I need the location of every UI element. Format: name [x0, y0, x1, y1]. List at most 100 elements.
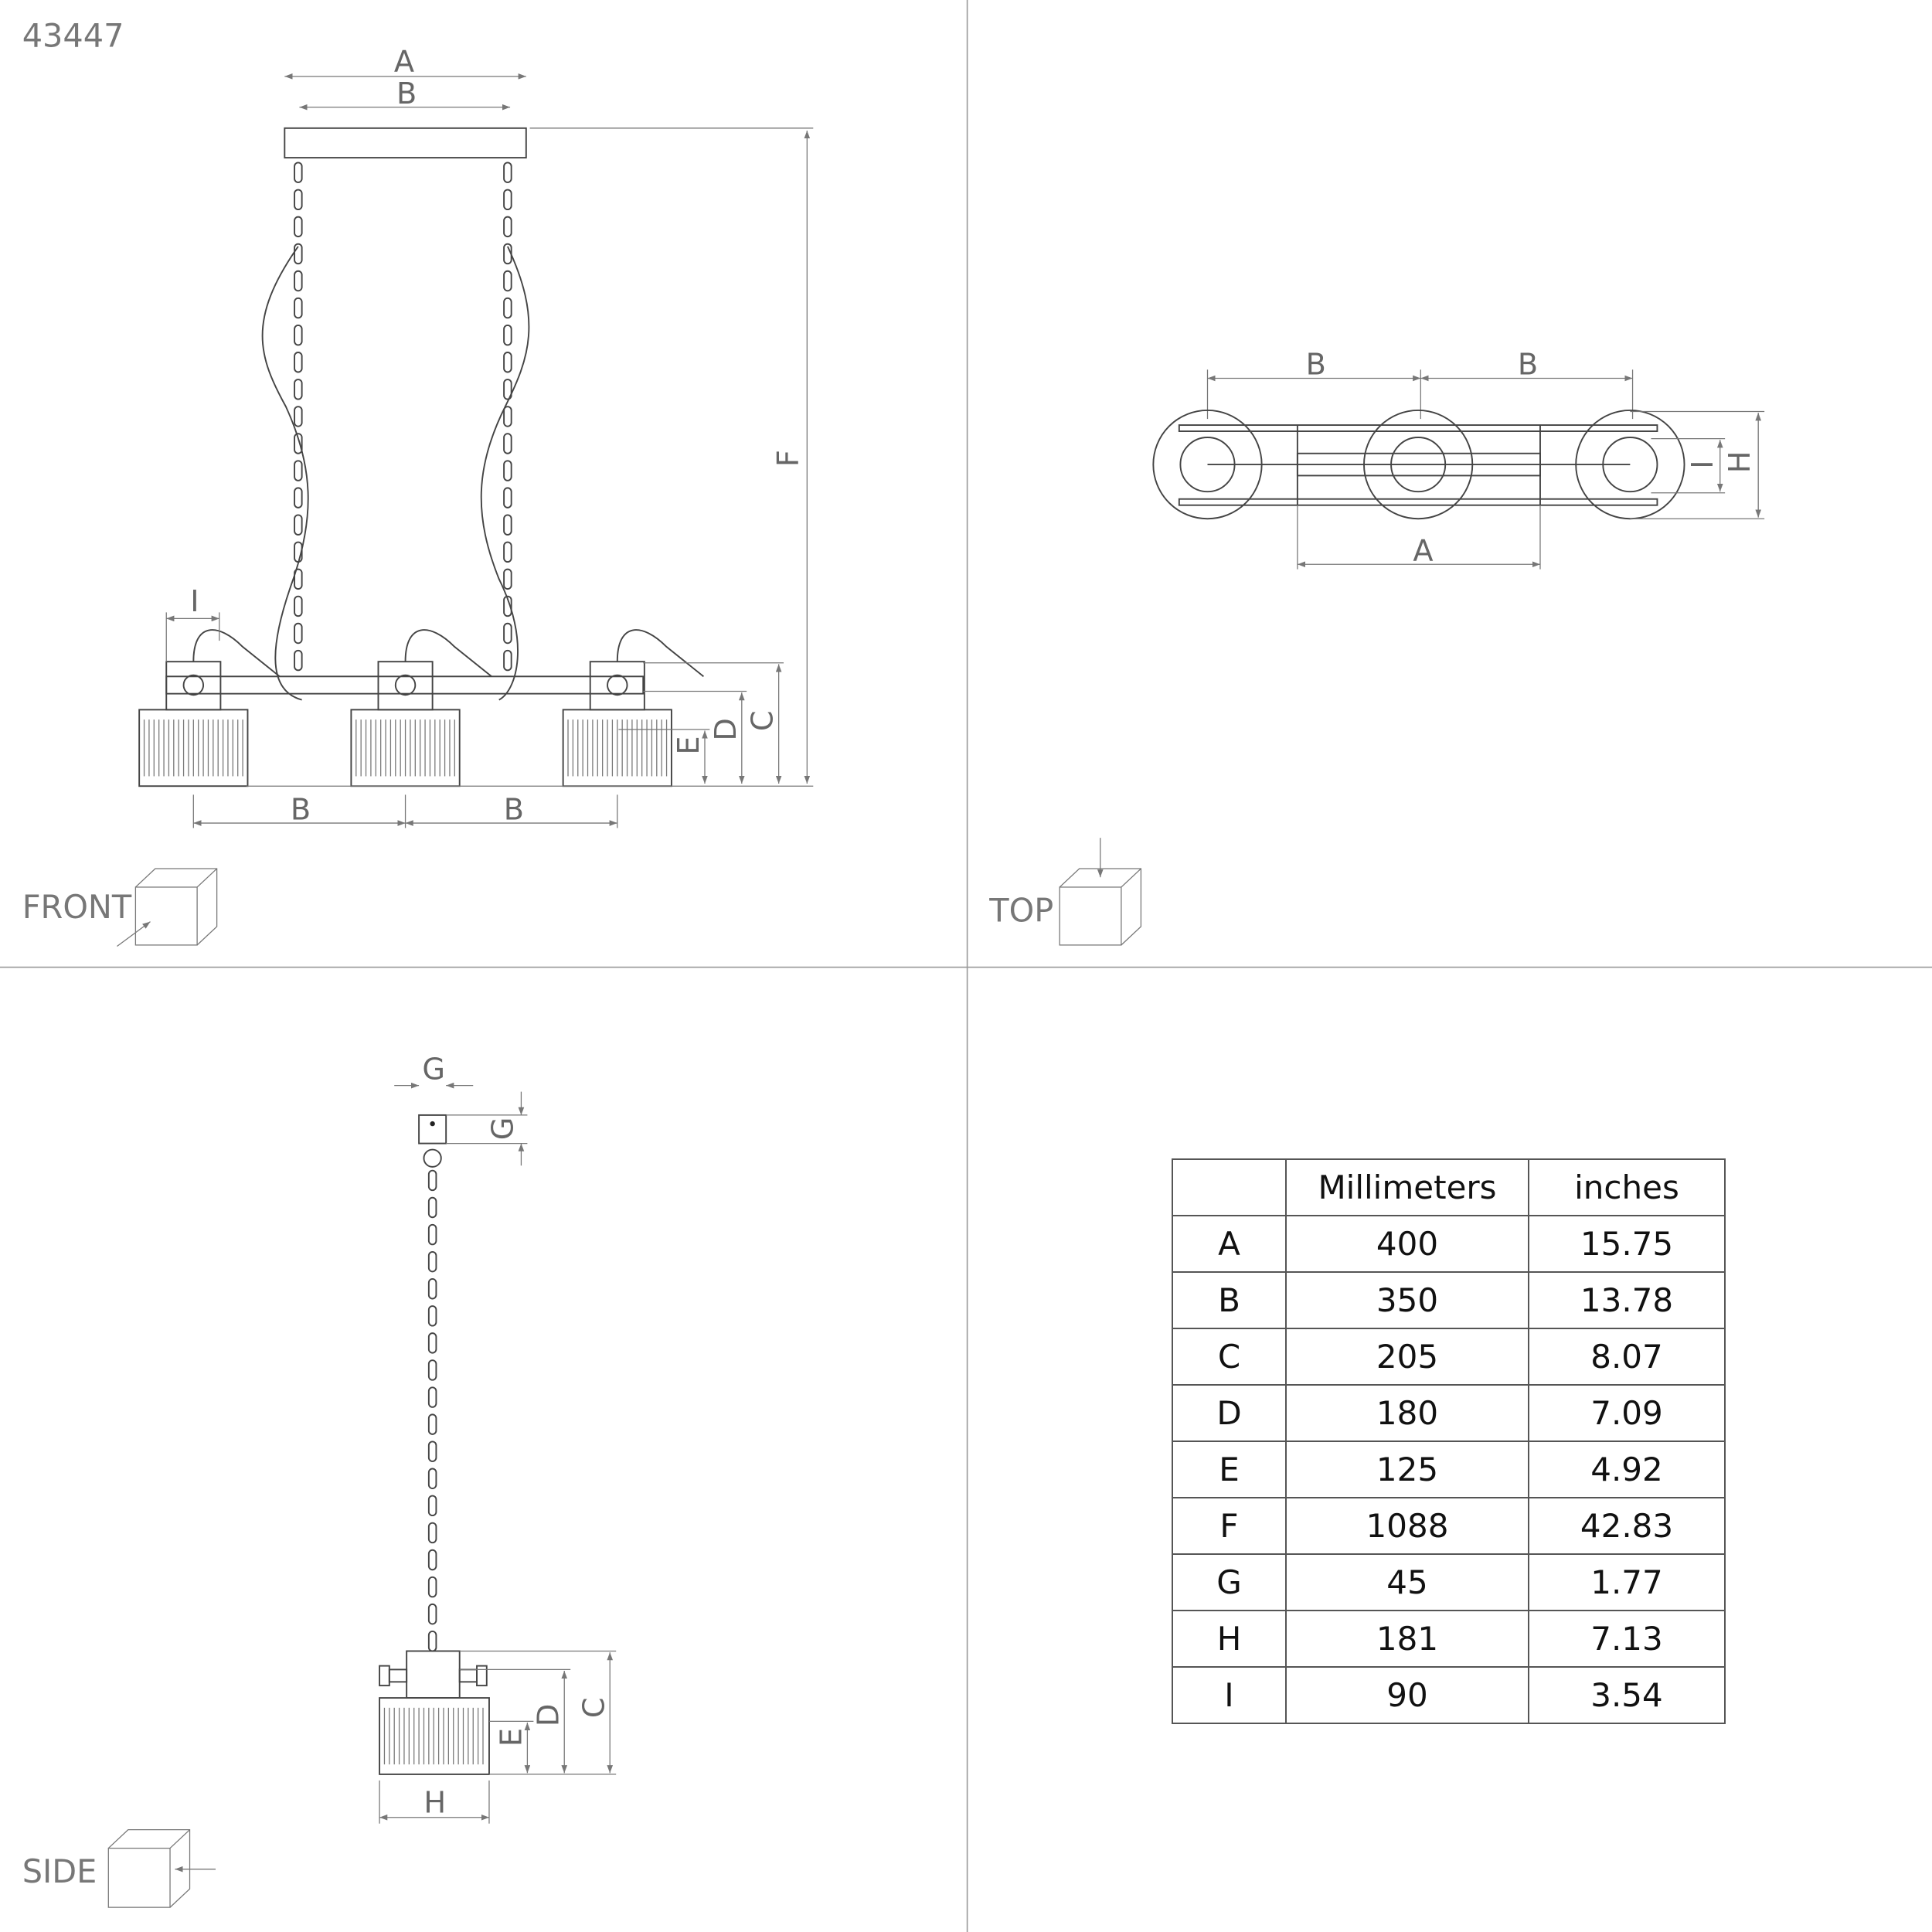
- chain-link: [503, 216, 512, 238]
- chain-link: [294, 487, 303, 509]
- side-view: G G H E D C SIDE: [22, 1053, 617, 1908]
- canopy: [284, 127, 527, 159]
- cube-icon: [107, 1829, 216, 1908]
- table-cell-in: 15.75: [1528, 1215, 1726, 1273]
- cable: [616, 629, 704, 678]
- table-header-row: Millimeters inches: [1172, 1158, 1726, 1216]
- cable: [404, 629, 492, 678]
- table-cell-in: 4.92: [1528, 1440, 1726, 1498]
- knob: [607, 674, 628, 696]
- dim-label-c: C: [746, 710, 781, 731]
- chain-link: [294, 649, 303, 672]
- chain-link: [294, 514, 303, 536]
- dim-label-h: H: [423, 1785, 446, 1820]
- chain-link: [294, 189, 303, 211]
- dim-label-a: A: [394, 44, 414, 79]
- table-cell-mm: 180: [1285, 1384, 1529, 1442]
- table-cell-in: 3.54: [1528, 1666, 1726, 1724]
- chain-link: [294, 352, 303, 373]
- table-cell-mm: 350: [1285, 1271, 1529, 1329]
- chain-link: [294, 270, 303, 292]
- table-header-in: inches: [1528, 1158, 1726, 1216]
- table-cell-dim: B: [1172, 1271, 1287, 1329]
- chain-link: [294, 297, 303, 319]
- table-cell-in: 7.09: [1528, 1384, 1726, 1442]
- table-cell-dim: G: [1172, 1553, 1287, 1611]
- chain-link: [503, 622, 512, 645]
- dim-label-f: F: [771, 450, 806, 467]
- table-cell-in: 8.07: [1528, 1328, 1726, 1386]
- table-cell-mm: 90: [1285, 1666, 1529, 1724]
- table-cell-in: 13.78: [1528, 1271, 1726, 1329]
- chain-link: [503, 433, 512, 454]
- table-cell-in: 1.77: [1528, 1553, 1726, 1611]
- table-cell-mm: 181: [1285, 1610, 1529, 1668]
- table-cell-dim: A: [1172, 1215, 1287, 1273]
- chain-link: [503, 379, 512, 400]
- chain-link: [294, 243, 303, 265]
- chain-link: [427, 1169, 437, 1192]
- table-header: [1172, 1158, 1287, 1216]
- dim-label-d: D: [709, 718, 743, 740]
- table-cell-mm: 400: [1285, 1215, 1529, 1273]
- cable-right: [480, 246, 530, 701]
- lamp-cap: [377, 661, 434, 711]
- chain-link: [427, 1386, 437, 1408]
- chain-link: [503, 162, 512, 183]
- view-label-top: TOP: [988, 893, 1053, 930]
- chain-link: [503, 189, 512, 211]
- dim-label-i: I: [1685, 460, 1720, 468]
- dim-label-a: A: [1413, 533, 1433, 568]
- table-cell-dim: F: [1172, 1497, 1287, 1555]
- lamp-shade: [138, 709, 249, 787]
- cube-icon: [1059, 838, 1142, 946]
- chain-link: [503, 649, 512, 672]
- chain-link: [294, 433, 303, 454]
- dim-label-b: B: [396, 77, 417, 111]
- knob: [394, 674, 417, 696]
- chain-link: [503, 595, 512, 617]
- chain-link: [294, 379, 303, 400]
- cable-left: [261, 246, 309, 701]
- table-cell-dim: I: [1172, 1666, 1287, 1724]
- chain-link: [503, 324, 512, 346]
- dim-label-e: E: [494, 1728, 529, 1747]
- lamp-cap: [165, 661, 222, 711]
- chain-link: [427, 1359, 437, 1381]
- view-label-front: FRONT: [22, 889, 132, 926]
- table-header-mm: Millimeters: [1285, 1158, 1529, 1216]
- table-cell-in: 7.13: [1528, 1610, 1726, 1668]
- chain-link: [427, 1576, 437, 1598]
- lamp-shade: [379, 1697, 490, 1775]
- dim-label-c: C: [577, 1697, 611, 1718]
- chain-link: [427, 1549, 437, 1571]
- table-cell-mm: 1088: [1285, 1497, 1529, 1555]
- bar: [165, 675, 645, 695]
- chain-link: [503, 568, 512, 590]
- chain-link: [427, 1522, 437, 1544]
- chain-link: [503, 487, 512, 509]
- chain-link: [503, 352, 512, 373]
- dim-label-i: I: [190, 584, 199, 619]
- chain-link: [503, 297, 512, 319]
- product-code: 43447: [22, 18, 124, 55]
- chain-link: [294, 324, 303, 346]
- chain-link: [503, 406, 512, 427]
- top-view: B B A H I TOP: [988, 348, 1765, 946]
- chain-link: [294, 406, 303, 427]
- chain-link: [427, 1305, 437, 1327]
- table-cell-in: 42.83: [1528, 1497, 1726, 1555]
- chain-link: [427, 1250, 437, 1273]
- chain-link: [427, 1603, 437, 1625]
